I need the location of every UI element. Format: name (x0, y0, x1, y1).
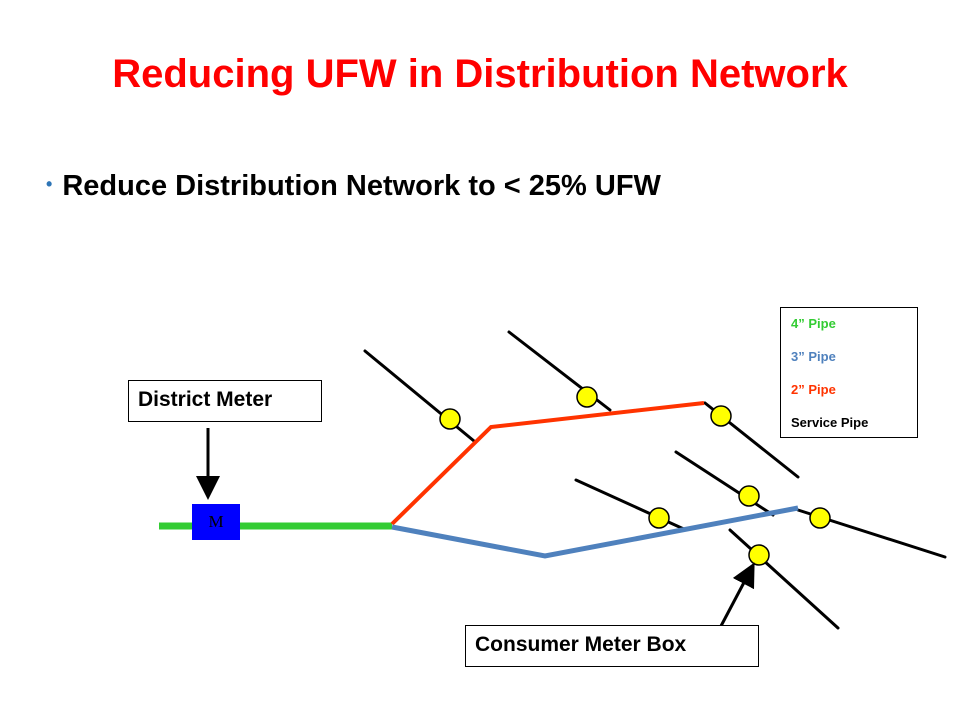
bullet-point: • Reduce Distribution Network to < 25% UF… (46, 170, 661, 203)
pipe-3in (391, 505, 799, 559)
legend-item-2in-pipe: 2” Pipe (791, 382, 836, 397)
consumer-meter-box-label: Consumer Meter Box (465, 625, 759, 667)
consumer-meter-icon (439, 408, 461, 430)
slide-title: Reducing UFW in Distribution Network (112, 52, 848, 96)
pipe-2in (390, 401, 705, 526)
district-meter-symbol: M (192, 504, 240, 540)
legend-item-service-pipe: Service Pipe (791, 415, 869, 430)
service-pipe (674, 450, 775, 517)
consumer-meter-icon (748, 544, 770, 566)
consumer-meter-arrow-icon (719, 562, 755, 627)
consumer-meter-icon (809, 507, 831, 529)
consumer-meter-icon (710, 405, 732, 427)
bullet-dot-icon: • (46, 174, 53, 194)
service-pipe (363, 349, 476, 443)
consumer-meters (439, 386, 831, 566)
service-pipe (574, 478, 688, 532)
legend-item-4in-pipe: 4” Pipe (791, 316, 836, 331)
consumer-meter-icon (648, 507, 670, 529)
consumer-meter-icon (576, 386, 598, 408)
legend-item-3in-pipe: 3” Pipe (791, 349, 836, 364)
pipe-legend: 4” Pipe 3” Pipe 2” Pipe Service Pipe (780, 307, 918, 438)
bullet-text: Reduce Distribution Network to < 25% UFW (62, 170, 661, 202)
service-pipe (728, 528, 840, 630)
district-meter-label: District Meter (128, 380, 322, 422)
consumer-meter-icon (738, 485, 760, 507)
